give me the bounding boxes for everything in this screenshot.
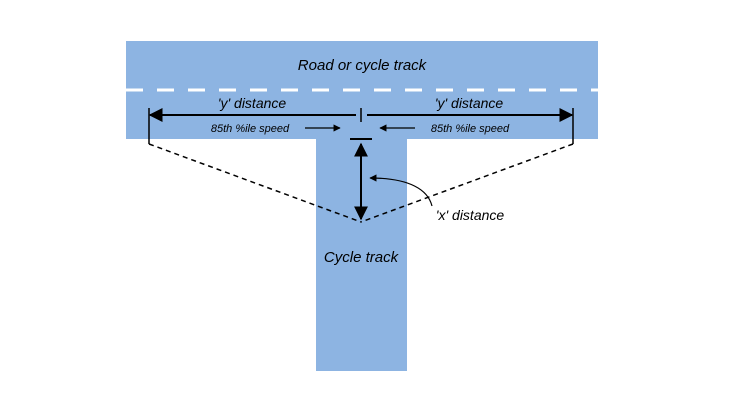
y-distance-right-label: 'y' distance bbox=[435, 95, 504, 111]
y-distance-left-label: 'y' distance bbox=[218, 95, 287, 111]
speed-right-label: 85th %ile speed bbox=[431, 123, 510, 135]
speed-left-label: 85th %ile speed bbox=[211, 123, 290, 135]
splay-line-right bbox=[360, 143, 574, 223]
x-distance-leader bbox=[369, 174, 433, 207]
cycle-track-label: Cycle track bbox=[324, 249, 400, 266]
splay-line-left bbox=[148, 143, 362, 223]
road-label: Road or cycle track bbox=[298, 57, 428, 74]
x-distance-label: 'x' distance bbox=[436, 207, 505, 223]
